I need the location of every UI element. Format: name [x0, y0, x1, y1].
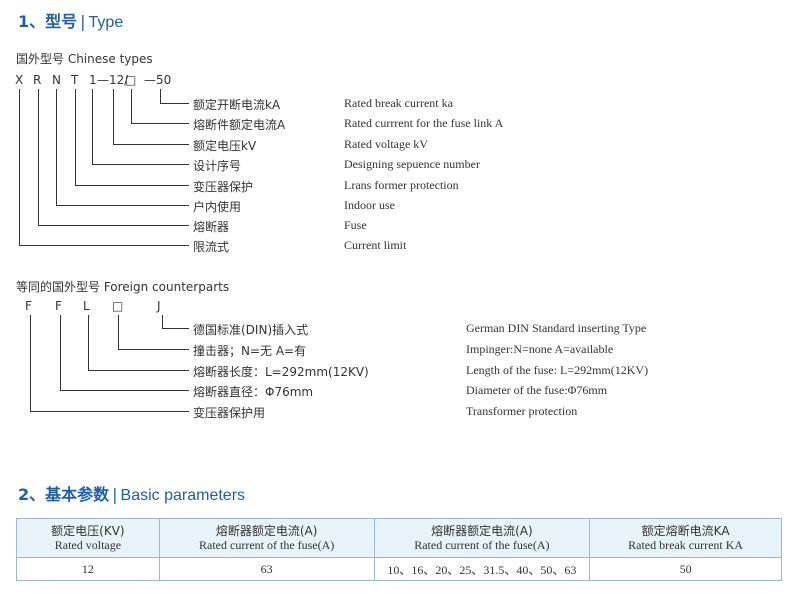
code-part-50: —50	[144, 73, 172, 87]
code-char-r: R	[33, 73, 42, 87]
chinese-types-heading: 国外型号 Chinese types	[16, 52, 153, 66]
header-cn: 熔断器额定电流(A)	[431, 524, 533, 538]
table-cell: 63	[158, 557, 375, 581]
table-cell: 12	[16, 557, 160, 581]
leader-n	[56, 89, 189, 206]
fc-en-1: Impinger:N=none A=available	[466, 342, 614, 356]
fc-en-3: Diameter of the fuse:Φ76mm	[466, 383, 608, 397]
code-box: □	[125, 73, 137, 87]
section-2-separator: |	[112, 485, 118, 504]
leader-box	[131, 89, 189, 124]
leader-fbox	[118, 315, 189, 350]
header-cn: 额定电压(KV)	[51, 524, 125, 538]
fc-cn-4: 变压器保护用	[193, 406, 266, 420]
table-cell: 10、16、20、25、31.5、40、50、63	[373, 557, 591, 581]
fc-cn-3: 熔断器直径：Φ76mm	[193, 385, 314, 399]
header-en: Rated break current KA	[628, 538, 744, 552]
ct-en-0: Rated break current ka	[344, 96, 453, 110]
foreign-heading: 等同的国外型号 Foreign counterparts	[16, 280, 230, 294]
ct-en-1: Rated currrent for the fuse link A	[344, 116, 504, 130]
fc-en-0: German DIN Standard inserting Type	[466, 321, 647, 335]
leader-j	[162, 315, 189, 329]
code-char-1: 1	[89, 73, 97, 87]
table-row: 12 63 10、16、20、25、31.5、40、50、63 50	[16, 557, 782, 581]
code-part-12: —12/	[97, 73, 129, 87]
fc-char-j: J	[157, 299, 161, 313]
parameters-table: 额定电压(KV)Rated voltage 熔断器额定电流(A)Rated cu…	[16, 518, 782, 581]
header-en: Rated current of the fuse(A)	[199, 538, 335, 552]
leader-r	[38, 89, 189, 226]
fc-char-f2: F	[55, 299, 62, 313]
ct-cn-4: 变压器保护	[193, 180, 254, 194]
ct-en-6: Fuse	[344, 218, 367, 232]
section-1-en: Type	[88, 14, 124, 31]
fc-cn-2: 熔断器长度：L=292mm(12KV)	[193, 365, 369, 379]
section-1-title: 1、型号|Type	[18, 8, 123, 32]
header-cn: 额定熔断电流KA	[641, 524, 730, 538]
ct-cn-1: 熔断件额定电流A	[193, 118, 286, 132]
header-cn: 熔断器额定电流(A)	[215, 524, 318, 538]
leader-12	[113, 89, 189, 145]
leader-f1	[30, 315, 189, 412]
leader-f2	[60, 315, 189, 391]
header-en: Rated voltage	[54, 538, 122, 552]
leader-1	[92, 89, 189, 165]
header-en: Rated current of the fuse(A)	[414, 538, 550, 552]
fc-en-2: Length of the fuse: L=292mm(12KV)	[466, 363, 649, 377]
ct-en-4: Lrans former protection	[344, 178, 459, 192]
table-cell: 50	[589, 557, 782, 581]
section-2-en: Basic parameters	[120, 487, 246, 504]
ct-en-5: Indoor use	[344, 198, 395, 212]
code-char-x: X	[15, 73, 24, 87]
fc-box: □	[112, 299, 124, 313]
section-2-title: 2、基本参数|Basic parameters	[18, 481, 245, 505]
table-header-cell: 额定电压(KV)Rated voltage	[16, 518, 160, 558]
ct-en-7: Current limit	[344, 238, 407, 252]
table-header-cell: 熔断器额定电流(A)Rated current of the fuse(A)	[158, 518, 375, 558]
section-2-cn: 2、基本参数	[18, 485, 110, 504]
fc-en-4: Transformer protection	[466, 404, 578, 418]
leader-50	[160, 89, 189, 104]
ct-cn-5: 户内使用	[193, 200, 242, 214]
leader-t	[75, 89, 189, 186]
table-header-row: 额定电压(KV)Rated voltage 熔断器额定电流(A)Rated cu…	[16, 518, 782, 558]
section-1-cn: 1、型号	[18, 12, 78, 31]
leader-x	[19, 89, 189, 246]
ct-cn-7: 限流式	[193, 240, 230, 254]
ct-cn-6: 熔断器	[193, 220, 230, 234]
fc-char-f1: F	[25, 299, 32, 313]
table-header-cell: 熔断器额定电流(A)Rated current of the fuse(A)	[373, 518, 591, 558]
ct-cn-3: 设计序号	[193, 159, 242, 173]
ct-en-3: Designing sepuence number	[344, 157, 480, 171]
leader-l	[88, 315, 189, 371]
ct-en-2: Rated voltage kV	[344, 137, 428, 151]
section-1-separator: |	[80, 12, 86, 31]
code-char-n: N	[52, 73, 61, 87]
ct-cn-2: 额定电压kV	[193, 139, 257, 153]
fc-char-l: L	[83, 299, 90, 313]
fc-cn-0: 德国标准(DIN)插入式	[193, 323, 309, 337]
fc-cn-1: 撞击器；N=无 A=有	[193, 344, 307, 358]
ct-cn-0: 额定开断电流kA	[193, 98, 281, 112]
code-char-t: T	[71, 73, 79, 87]
